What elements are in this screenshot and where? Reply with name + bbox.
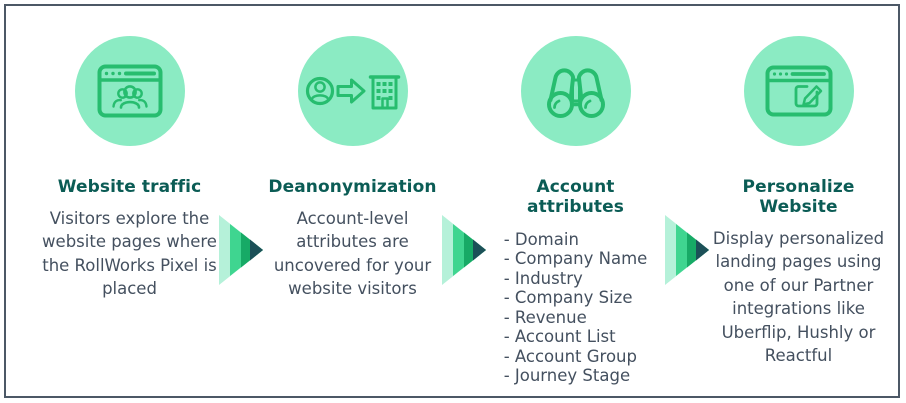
- step-personalize-website: Personalize Website Display personalized…: [709, 36, 888, 368]
- attribute-list: - Domain - Company Name - Industry - Com…: [504, 230, 648, 386]
- personalize-website-icon-circle: [743, 36, 854, 146]
- flow-arrow-icon: [219, 215, 263, 285]
- process-flow: Website traffic Visitors explore the web…: [6, 6, 898, 386]
- step-description: Account-level attributes are uncovered f…: [273, 209, 432, 299]
- binoculars-icon: [543, 62, 609, 120]
- step-description: Display personalized landing pages using…: [712, 229, 885, 366]
- account-attributes-icon-circle: [520, 36, 631, 146]
- step-description: Visitors explore the website pages where…: [42, 209, 217, 299]
- list-item: - Domain: [503, 230, 579, 249]
- step-title: Deanonymization: [268, 177, 437, 197]
- browser-edit-icon: [765, 65, 833, 117]
- step-title: Website traffic: [57, 177, 202, 197]
- browser-visitors-icon: [97, 64, 163, 118]
- list-item: - Company Name: [503, 249, 648, 269]
- step-website-traffic: Website traffic Visitors explore the web…: [40, 36, 219, 301]
- flow-arrow-icon: [665, 215, 709, 285]
- list-item: - Journey Stage: [503, 366, 631, 386]
- diagram-frame: Website traffic Visitors explore the web…: [4, 4, 900, 398]
- step-title: Account attributes: [527, 177, 624, 217]
- list-item: - Revenue: [503, 307, 587, 327]
- deanonymization-icon-circle: [297, 36, 408, 146]
- flow-arrow-icon: [442, 215, 486, 285]
- step-title: Personalize Website: [742, 177, 855, 217]
- list-item: - Industry: [503, 268, 583, 288]
- list-item: - Account Group: [503, 346, 637, 366]
- list-item: - Account List: [503, 327, 616, 347]
- step-deanonymization: Deanonymization Account-level attributes…: [263, 36, 442, 301]
- step-account-attributes: Account attributes - Domain - Company Na…: [486, 36, 665, 386]
- person-arrow-company-icon: [305, 65, 401, 117]
- list-item: - Company Size: [503, 288, 633, 308]
- website-traffic-icon-circle: [74, 36, 185, 146]
